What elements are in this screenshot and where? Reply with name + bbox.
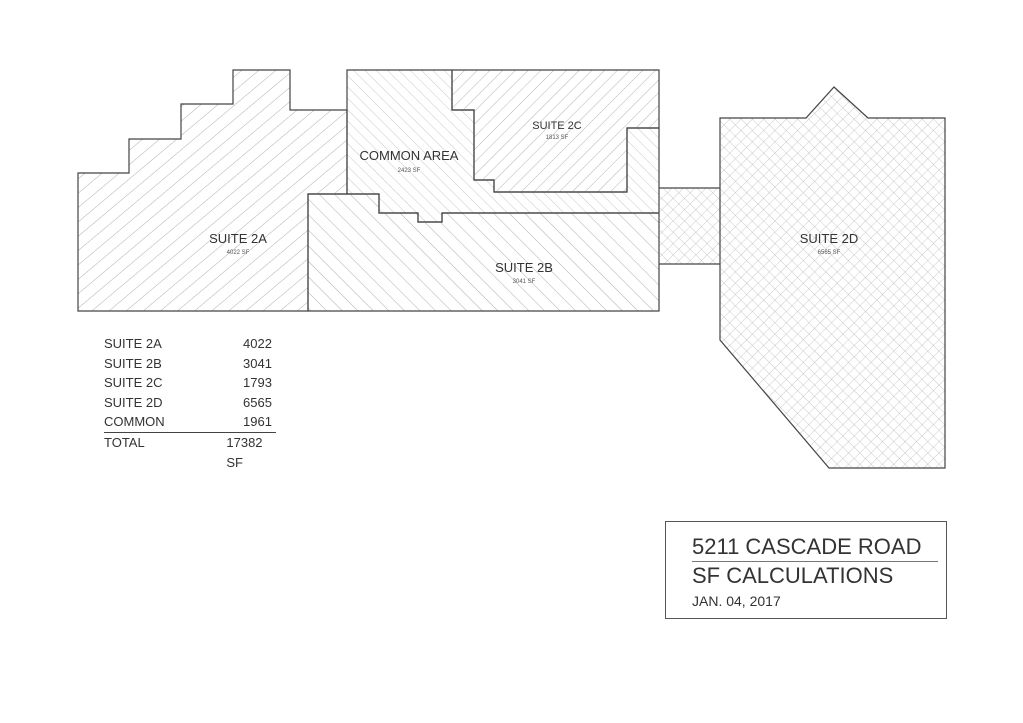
total-name: TOTAL [104, 434, 145, 450]
row-value: 1961 [243, 414, 272, 430]
area-table: SUITE 2A 4022 SUITE 2B 3041 SUITE 2C 179… [104, 334, 276, 472]
row-name: SUITE 2B [104, 355, 162, 371]
total-row: TOTAL 17382 SF [104, 431, 276, 472]
row-name: SUITE 2C [104, 375, 163, 391]
row-name: COMMON [104, 414, 165, 430]
suite-2a-label: SUITE 2A [209, 231, 267, 246]
row-value: 6565 [243, 394, 272, 410]
row-name: SUITE 2D [104, 394, 163, 410]
suite-2a-sf: 4022 SF [227, 250, 250, 256]
total-value: 17382 SF [226, 434, 263, 470]
title-block: 5211 CASCADE ROAD SF CALCULATIONS JAN. 0… [665, 521, 947, 619]
table-row: SUITE 2A 4022 [104, 334, 276, 354]
suite-2b-label: SUITE 2B [495, 260, 553, 275]
suite-2d-label: SUITE 2D [800, 231, 859, 246]
table-row: SUITE 2D 6565 [104, 393, 276, 413]
suite-2d-sf: 6565 SF [818, 250, 841, 256]
row-value: 3041 [243, 355, 272, 371]
row-name: SUITE 2A [104, 336, 162, 351]
common-area-label: COMMON AREA [360, 148, 459, 163]
table-row: SUITE 2B 3041 [104, 354, 276, 374]
suite-2d-connector [659, 188, 720, 264]
suite-2c-area [451, 69, 660, 193]
row-value: 1793 [243, 375, 272, 391]
suite-2b-area [307, 193, 660, 312]
suite-2a-area [77, 69, 348, 312]
table-row: SUITE 2C 1793 [104, 373, 276, 393]
suite-2c-sf: 1813 SF [546, 135, 569, 141]
drawing-title: SF CALCULATIONS [692, 563, 894, 588]
suite-2c-label: SUITE 2C [532, 120, 582, 132]
project-address: 5211 CASCADE ROAD [692, 534, 938, 562]
suite-2b-sf: 3041 SF [513, 279, 536, 285]
table-row: COMMON 1961 [104, 412, 276, 432]
common-area-sf: 2423 SF [398, 168, 421, 174]
row-value: 4022 [243, 336, 272, 351]
drawing-date: JAN. 04, 2017 [692, 593, 781, 609]
suite-2d-area [719, 86, 946, 469]
